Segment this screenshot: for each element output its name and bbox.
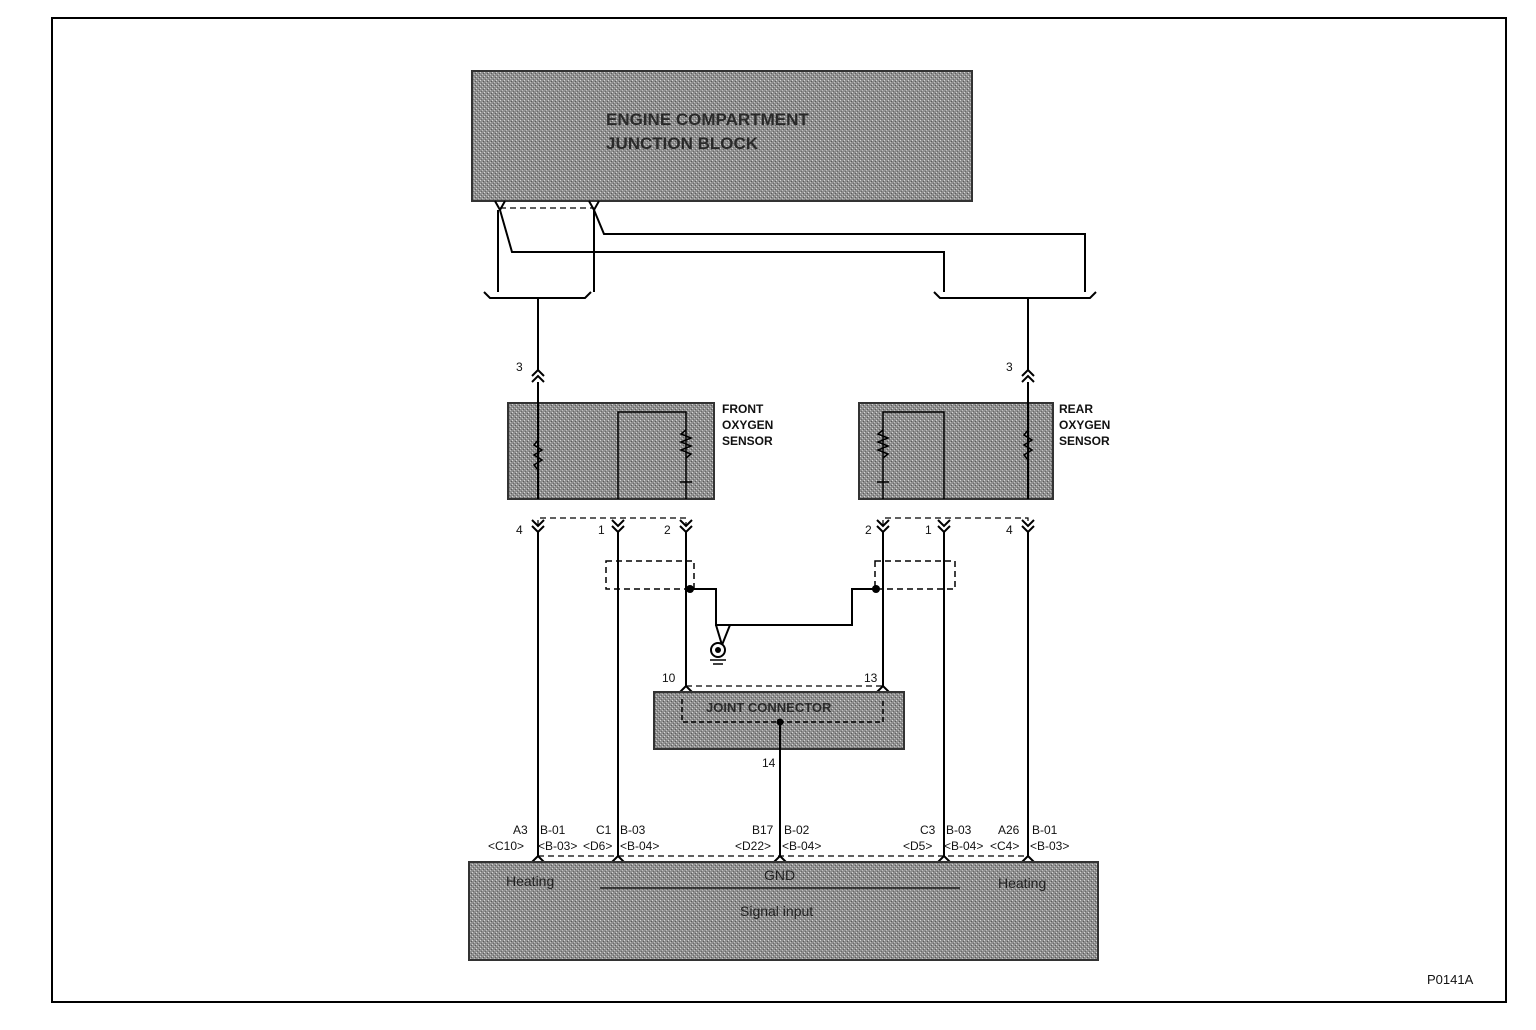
joint-connector: JOINT CONNECTOR <box>653 684 905 856</box>
ecm-pin-c1-conn2: <B-04> <box>620 839 659 853</box>
ecm-pin-c3: C3 <box>920 823 936 837</box>
rear-sensor-label-3: SENSOR <box>1059 434 1110 448</box>
harness-wires <box>537 532 1029 856</box>
ecm-pin-c1-conn: <D6> <box>583 839 612 853</box>
rear-sensor-pin-2: 2 <box>865 523 872 537</box>
figure-code: P0141A <box>1427 972 1474 987</box>
joint-connector-pin-14: 14 <box>762 756 776 770</box>
joint-connector-pin-13: 13 <box>864 671 878 685</box>
rear-shield-junction-dot <box>872 585 880 593</box>
junction-block-title-2: JUNCTION BLOCK <box>606 134 759 153</box>
front-sensor-label-1: FRONT <box>722 402 764 416</box>
front-sensor-label-2: OXYGEN <box>722 418 773 432</box>
joint-connector-label: JOINT CONNECTOR <box>706 700 832 715</box>
ecm-heating-left-label: Heating <box>506 873 554 889</box>
ecm-pin-a26-conn2: <B-03> <box>1030 839 1069 853</box>
ecm-pin-a26: A26 <box>998 823 1020 837</box>
front-sensor-pin-1: 1 <box>598 523 605 537</box>
ecm-pin-b17-conn: <D22> <box>735 839 771 853</box>
ecm-pin-c1-code: B-03 <box>620 823 646 837</box>
joint-connector-pin-10: 10 <box>662 671 676 685</box>
sensor-lower-connectors <box>531 517 1035 534</box>
ecm-pin-a3-conn: <C10> <box>488 839 524 853</box>
rear-sensor-label-1: REAR <box>1059 402 1093 416</box>
ecm-connector-arrows <box>531 854 1035 863</box>
ecm-pin-b17-conn2: <B-04> <box>782 839 821 853</box>
ecm-pin-c3-conn: <D5> <box>903 839 932 853</box>
ecm-pin-a3-conn2: <B-03> <box>538 839 577 853</box>
ecm-module: Heating GND Heating Signal input <box>468 861 1099 961</box>
ecm-pin-a26-conn: <C4> <box>990 839 1019 853</box>
ecm-pin-b17-code: B-02 <box>784 823 810 837</box>
ecm-pin-a3: A3 <box>513 823 528 837</box>
front-sensor-pin-3: 3 <box>516 360 523 374</box>
front-oxygen-sensor <box>507 382 715 500</box>
ecm-gnd-label: GND <box>764 867 795 883</box>
diagram-border <box>51 17 1507 1003</box>
front-sensor-label-3: SENSOR <box>722 434 773 448</box>
rear-sensor-label-2: OXYGEN <box>1059 418 1110 432</box>
front-sensor-pin-2: 2 <box>664 523 671 537</box>
ground-symbol-icon <box>710 642 726 665</box>
ecm-pin-b17: B17 <box>752 823 774 837</box>
junction-block-title-1: ENGINE COMPARTMENT <box>606 110 809 129</box>
junction-wires <box>483 200 1097 383</box>
ecm-signal-input-label: Signal input <box>740 903 813 919</box>
ecm-heating-right-label: Heating <box>998 875 1046 891</box>
front-shield-junction-dot <box>686 585 694 593</box>
junction-block: ENGINE COMPARTMENT JUNCTION BLOCK <box>471 70 973 202</box>
ecm-pin-c3-conn2: <B-04> <box>944 839 983 853</box>
rear-sensor-pin-4: 4 <box>1006 523 1013 537</box>
ecm-pin-c3-code: B-03 <box>946 823 972 837</box>
rear-sensor-pin-1: 1 <box>925 523 932 537</box>
rear-sensor-pin-3: 3 <box>1006 360 1013 374</box>
ecm-pin-labels: A3 B-01 <C10> <B-03> C1 B-03 <D6> <B-04>… <box>488 823 1069 853</box>
ecm-pin-c1: C1 <box>596 823 612 837</box>
rear-oxygen-sensor <box>858 382 1054 500</box>
front-sensor-pin-4: 4 <box>516 523 523 537</box>
ecm-pin-a3-code: B-01 <box>540 823 566 837</box>
ecm-pin-a26-code: B-01 <box>1032 823 1058 837</box>
